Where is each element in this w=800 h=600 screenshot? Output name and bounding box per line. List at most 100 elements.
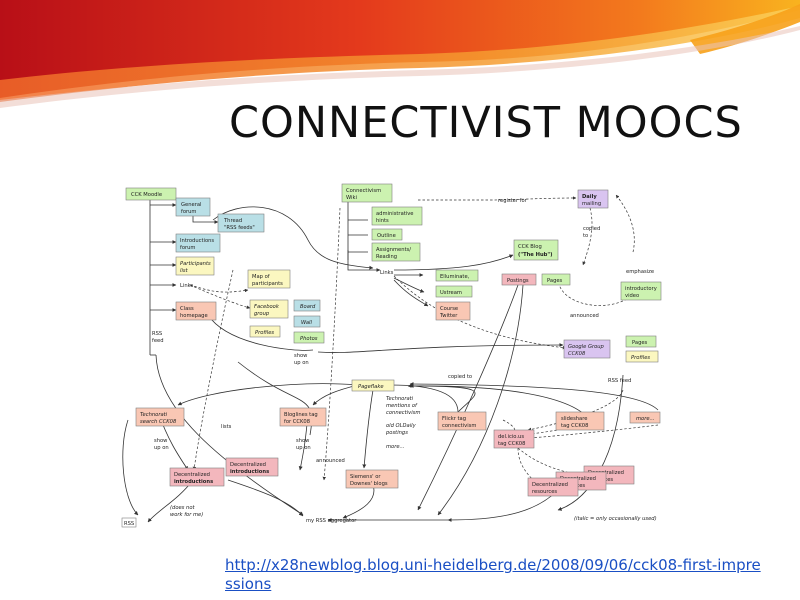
node-rss-icon-box: RSS <box>122 518 136 527</box>
svg-text:Participants: Participants <box>180 261 211 267</box>
svg-text:resources: resources <box>532 489 557 495</box>
svg-text:Map of: Map of <box>252 274 270 280</box>
label-show-up-on-1: show up on <box>294 353 309 366</box>
svg-text:Class: Class <box>180 306 194 312</box>
svg-text:Board: Board <box>300 304 316 310</box>
svg-text:Postings: Postings <box>507 278 529 284</box>
svg-text:tag CCK08: tag CCK08 <box>561 423 588 429</box>
svg-text:mailing: mailing <box>582 201 601 207</box>
node-bloglines-tag: Bloglines tag for CCK08 <box>280 408 326 426</box>
svg-text:RSS feed: RSS feed <box>608 378 631 384</box>
node-technorati-mentions: Technorati mentions of connectivism <box>386 396 420 416</box>
mooc-concept-diagram: CCK Moodle General forum Thread "RSS fee… <box>118 180 678 530</box>
svg-text:participants: participants <box>252 281 283 287</box>
svg-text:slideshare: slideshare <box>561 416 587 422</box>
svg-text:my RSS aggregator: my RSS aggregator <box>306 518 357 524</box>
svg-text:mentions of: mentions of <box>386 403 418 409</box>
svg-text:forum: forum <box>181 209 196 215</box>
label-show-up-on-2: show up on <box>154 438 169 451</box>
svg-text:Pages: Pages <box>632 340 648 346</box>
svg-text:connectivism: connectivism <box>442 423 476 429</box>
node-facebook-group: Facebook group <box>250 300 288 318</box>
node-google-group: Google Group CCK08 <box>564 340 610 358</box>
node-slideshare-tag: slideshare tag CCK08 <box>556 412 604 430</box>
svg-text:show: show <box>296 438 310 444</box>
svg-text:announced: announced <box>570 313 599 319</box>
node-daily-mailing: Daily mailing <box>578 190 608 208</box>
node-my-rss-aggregator: my RSS aggregator <box>306 518 357 524</box>
svg-text:Decentralized: Decentralized <box>174 472 210 478</box>
svg-text:Downes' blogs: Downes' blogs <box>350 481 388 487</box>
label-announced-1: announced <box>570 313 599 319</box>
svg-text:connectivism: connectivism <box>386 410 420 416</box>
svg-text:tag CCK08: tag CCK08 <box>498 441 525 447</box>
node-links-moodle: Links <box>180 283 194 289</box>
svg-text:CCK08: CCK08 <box>568 351 586 357</box>
svg-text:forum: forum <box>180 245 195 251</box>
node-photos: Photos <box>294 332 324 343</box>
svg-text:introductions: introductions <box>230 469 269 475</box>
node-more-1: more... <box>386 444 405 450</box>
svg-text:group: group <box>254 311 270 317</box>
svg-text:Pageflake: Pageflake <box>358 384 384 390</box>
svg-text:("The Hub"): ("The Hub") <box>518 252 552 258</box>
node-elluminate: Elluminate, <box>436 270 478 281</box>
svg-text:Technorati: Technorati <box>140 412 168 418</box>
svg-text:CCK Moodle: CCK Moodle <box>131 192 162 198</box>
node-delicious-tag: del.icio.us tag CCK08 <box>494 430 534 448</box>
svg-text:Wiki: Wiki <box>346 195 357 201</box>
svg-text:Bloglines tag: Bloglines tag <box>284 412 318 418</box>
slide-title: CONNECTIVIST MOOCS <box>229 98 743 148</box>
node-decentralized-introductions: Decentralized introductions <box>170 468 224 486</box>
diagram-legend: (italic = only occasionally used) <box>574 516 657 522</box>
svg-text:copied: copied <box>583 226 600 232</box>
node-assignments-reading: Assignments/ Reading <box>372 243 420 261</box>
node-flickr-tag: Flickr tag connectivism <box>438 412 486 430</box>
svg-text:up on: up on <box>296 445 311 451</box>
svg-text:copied to: copied to <box>448 374 472 380</box>
svg-text:RSS: RSS <box>152 331 162 337</box>
svg-text:hints: hints <box>376 218 389 224</box>
node-board: Board <box>294 300 320 311</box>
svg-text:Wall: Wall <box>301 320 312 326</box>
svg-text:show: show <box>294 353 308 359</box>
svg-text:to: to <box>583 233 588 239</box>
node-more-2: more... <box>630 412 660 423</box>
svg-text:Photos: Photos <box>300 336 318 342</box>
node-old-oldaily: old OLDaily postings <box>385 423 417 436</box>
node-profiles-facebook: Profiles <box>250 326 280 337</box>
label-show-up-on-3: show up on <box>296 438 311 451</box>
svg-text:Twitter: Twitter <box>439 313 458 319</box>
node-outline: Outline <box>372 229 402 240</box>
node-decentralized-introductions-back: Decentralized introductions <box>226 458 278 476</box>
node-links-wiki: Links <box>380 270 394 276</box>
svg-text:"RSS feeds": "RSS feeds" <box>224 225 255 231</box>
source-link[interactable]: http://x28newblog.blog.uni-heidelberg.de… <box>225 556 765 594</box>
svg-text:CCK Blog: CCK Blog <box>518 244 542 250</box>
node-thread-rss-feeds: Thread "RSS feeds" <box>218 214 264 232</box>
svg-text:Pages: Pages <box>547 278 563 284</box>
svg-text:Links: Links <box>380 270 394 276</box>
svg-text:Google Group: Google Group <box>568 344 605 350</box>
svg-text:up on: up on <box>294 360 309 366</box>
svg-text:introductory: introductory <box>625 286 657 292</box>
svg-text:Thread: Thread <box>223 218 242 224</box>
node-ustream: Ustream <box>436 286 472 297</box>
node-pages-google-group: Pages <box>626 336 656 347</box>
svg-text:Decentralized: Decentralized <box>532 482 568 488</box>
svg-text:administrative: administrative <box>376 211 413 217</box>
svg-text:Elluminate,: Elluminate, <box>440 274 470 280</box>
node-cck-blog: CCK Blog ("The Hub") <box>514 240 558 260</box>
node-cck-moodle: CCK Moodle <box>126 188 176 200</box>
svg-text:show: show <box>154 438 168 444</box>
node-profiles-google-group: Profiles <box>626 351 658 362</box>
label-emphasize: emphasize <box>626 269 654 275</box>
label-copied-to-b: copied to <box>448 374 472 380</box>
node-pageflake: Pageflake <box>352 380 394 391</box>
node-introductory-video: introductory video <box>621 282 661 300</box>
node-participants-list: Participants list <box>176 257 214 275</box>
svg-text:Daily: Daily <box>582 194 597 200</box>
label-announced-2: announced <box>316 458 345 464</box>
svg-text:Connectivism: Connectivism <box>346 188 381 194</box>
svg-text:list: list <box>180 268 189 274</box>
